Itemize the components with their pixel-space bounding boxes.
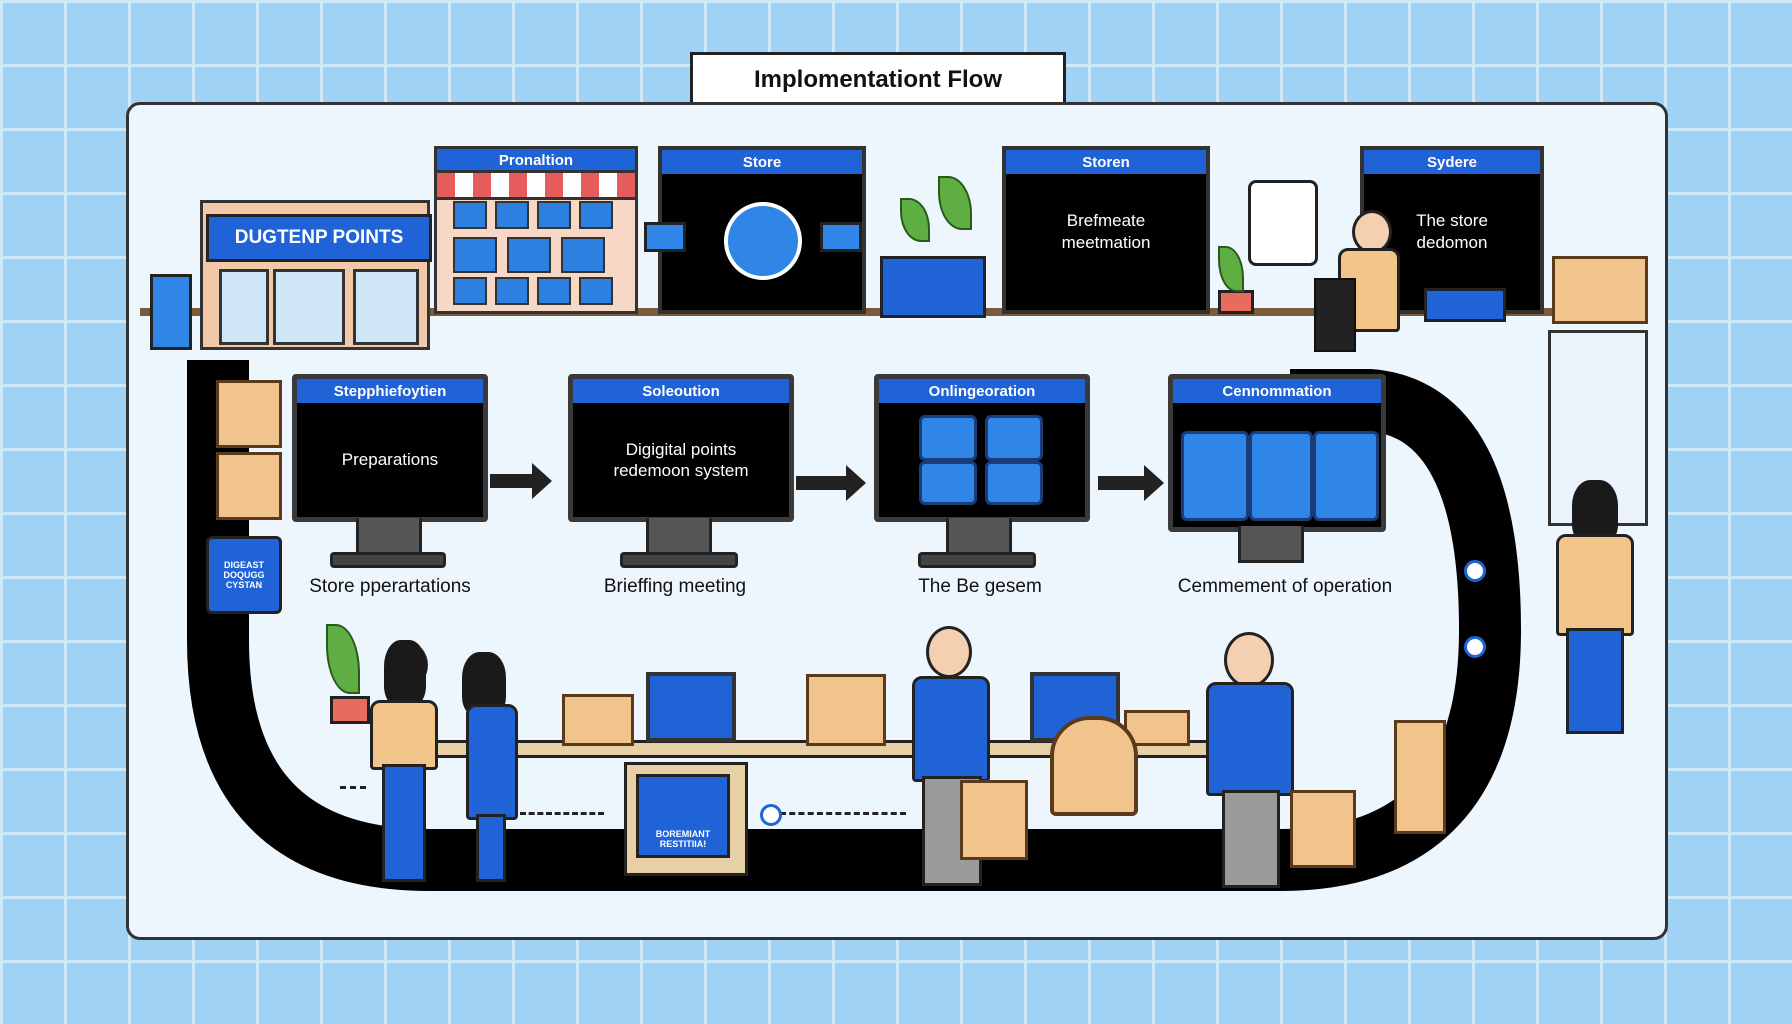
store-front	[200, 200, 430, 350]
black-bag-icon	[1314, 278, 1356, 352]
flow-arrow-icon	[796, 465, 866, 501]
promo-tile	[579, 277, 613, 305]
store-logo-icon	[724, 202, 802, 280]
digital-card: DIGEAST DOQUGG CYSTAN	[206, 536, 282, 614]
shopping-bag-icon	[1290, 790, 1356, 868]
person-body	[370, 700, 438, 770]
step-2-text: Digigital points redemoon system	[613, 440, 749, 480]
counter-panel	[1424, 288, 1506, 322]
diagram-title: Implomentationt Flow	[690, 52, 1066, 108]
step-monitor-2: Soleoution Digigital points redemoon sys…	[568, 374, 794, 522]
storen-screen: Storen Brefmeate meetmation	[1002, 146, 1210, 314]
monitor-base	[918, 552, 1036, 568]
promo-tile	[495, 201, 529, 229]
person-body	[912, 676, 990, 782]
chair	[1050, 716, 1138, 816]
promo-tile	[453, 201, 487, 229]
monitor-base	[620, 552, 738, 568]
speech-bubble-icon	[1248, 180, 1318, 266]
flow-arrow-icon	[1098, 465, 1164, 501]
shopping-bag-icon	[1552, 256, 1648, 324]
storen-screen-header: Storen	[1006, 150, 1206, 174]
monitor-stand	[356, 518, 422, 555]
shopping-bag-icon	[216, 380, 282, 448]
promo-tile	[453, 277, 487, 305]
step-3-caption: The Be gesem	[918, 576, 1042, 597]
person-hair	[1572, 480, 1618, 544]
person-body	[1556, 534, 1634, 636]
step-4-caption: Cemmement of operation	[1177, 576, 1393, 597]
shopping-bag-icon	[216, 452, 282, 520]
shop-awning	[434, 170, 638, 200]
planter-box	[880, 256, 986, 318]
small-plant-pot	[1218, 290, 1254, 314]
promo-tile	[579, 201, 613, 229]
monitor-stand	[946, 518, 1012, 555]
promo-tile	[495, 277, 529, 305]
shopping-bag-icon	[806, 674, 886, 746]
target-icon	[1181, 431, 1249, 521]
flow-arrow-icon	[490, 463, 552, 499]
step-2-caption: Brieffing meeting	[603, 576, 747, 597]
monitor-base	[330, 552, 446, 568]
sydere-screen-text: The store dedomon	[1416, 211, 1488, 252]
kiosk-screen: BOREMIANT RESTITIIA!	[636, 774, 730, 858]
step-3-header: Onlingeoration	[879, 379, 1085, 403]
box-stack-icon	[1394, 720, 1446, 834]
step-2-header: Soleoution	[573, 379, 789, 403]
plant-pot	[330, 696, 370, 724]
arrow-in-left-icon	[644, 222, 686, 252]
storen-screen-text: Brefmeate meetmation	[1061, 211, 1151, 252]
promo-tile	[561, 237, 605, 273]
person-legs	[1222, 790, 1280, 888]
step-monitor-3: Onlingeoration	[874, 374, 1090, 522]
promo-tile	[537, 277, 571, 305]
step-1-header: Stepphiefoytien	[297, 379, 483, 403]
promo-tile	[537, 201, 571, 229]
person-legs	[382, 764, 426, 882]
dashed-arrow	[340, 786, 366, 789]
person-legs	[1566, 628, 1624, 734]
step-dot-icon	[1464, 560, 1486, 582]
step-1-text: Preparations	[341, 450, 439, 469]
gear-icon	[985, 415, 1043, 461]
person-head	[1224, 632, 1274, 688]
sydere-screen-header: Sydere	[1364, 150, 1540, 174]
promo-tile	[507, 237, 551, 273]
store-sign: DUGTENP POINTS	[206, 214, 432, 262]
step-dot-icon	[1464, 636, 1486, 658]
person-hair	[384, 640, 426, 706]
step-1-caption: Store pperartations	[309, 576, 471, 597]
plant-leaf	[900, 198, 930, 242]
app-tile-icon	[985, 461, 1043, 505]
person-body	[466, 704, 518, 820]
monitor-stand	[646, 518, 712, 555]
app-tile-icon	[1249, 431, 1313, 521]
store-door-left	[219, 269, 269, 345]
shopping-bag-icon	[562, 694, 634, 746]
step-monitor-4: Cennommation	[1168, 374, 1386, 532]
store-screen-header: Store	[662, 150, 862, 174]
dashed-arrow	[780, 812, 906, 815]
step-4-header: Cennommation	[1173, 379, 1381, 403]
person-legs	[476, 814, 506, 882]
store-door	[273, 269, 345, 345]
step-monitor-1: Stepphiefoytien Preparations	[292, 374, 488, 522]
store-window	[353, 269, 419, 345]
laptop-screen	[646, 672, 736, 742]
app-tile-icon	[919, 461, 977, 505]
promo-tile	[453, 237, 497, 273]
dashed-arrow	[520, 812, 604, 815]
person-body	[1206, 682, 1294, 796]
person-head	[926, 626, 972, 678]
arrow-in-right-icon	[820, 222, 862, 252]
shopping-bag-icon	[960, 780, 1028, 860]
promotion-header: Pronaltion	[437, 149, 635, 171]
camera-icon	[1313, 431, 1379, 521]
step-dot-icon	[760, 804, 782, 826]
stacked-boxes	[150, 274, 192, 350]
gear-icon	[919, 415, 977, 461]
monitor-stand	[1238, 526, 1304, 563]
